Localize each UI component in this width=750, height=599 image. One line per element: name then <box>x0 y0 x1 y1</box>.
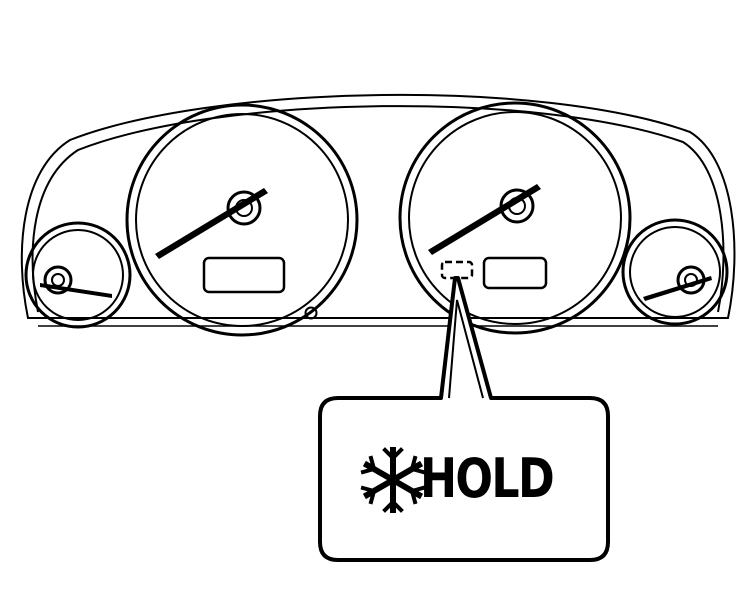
left-gauge-display-window <box>202 256 286 294</box>
right-large-gauge-needle <box>428 184 541 255</box>
left-large-gauge-needle <box>155 188 268 259</box>
right-gauge-display-window <box>482 256 548 290</box>
right-small-gauge-needle <box>643 276 712 301</box>
left-small-gauge-needle <box>40 283 112 298</box>
left-small-gauge <box>24 221 132 329</box>
cluster-housing <box>20 93 736 327</box>
reset-knob <box>304 306 318 320</box>
hold-label: HOLD <box>420 447 555 510</box>
hold-indicator-lamp <box>440 260 474 280</box>
right-small-gauge <box>621 218 729 326</box>
right-large-gauge <box>398 101 632 335</box>
snowflake-icon <box>360 447 426 513</box>
left-large-gauge <box>125 103 359 337</box>
